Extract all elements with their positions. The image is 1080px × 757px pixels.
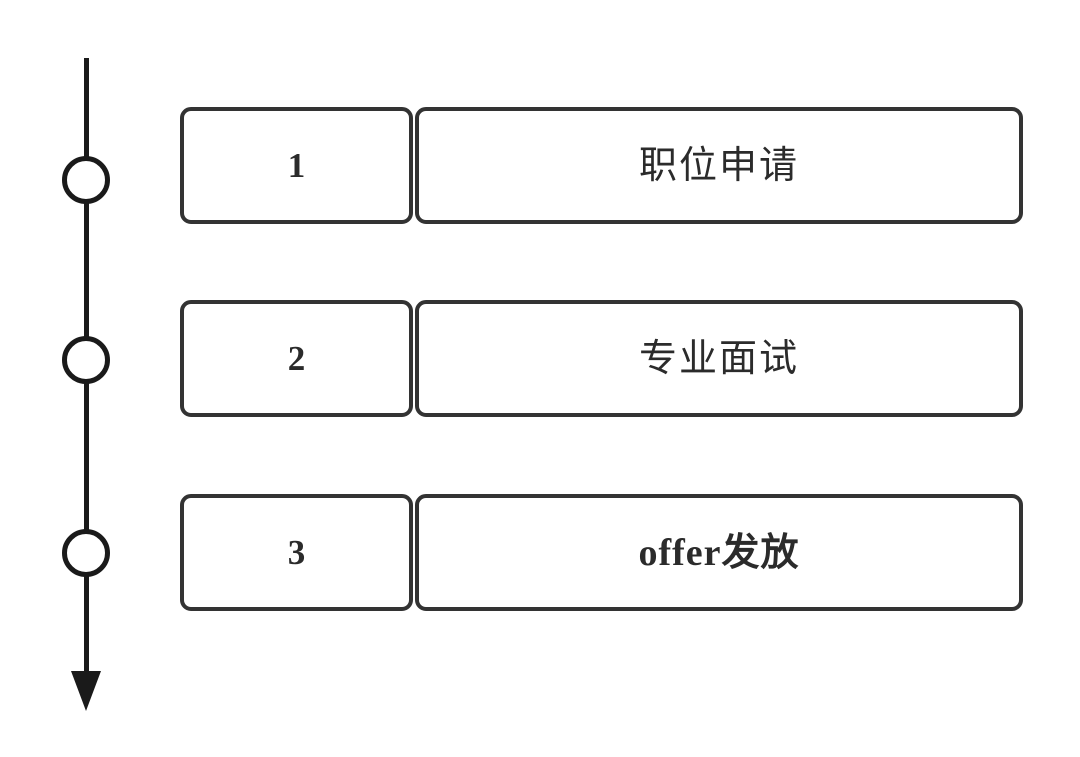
timeline-step-row: 1 职位申请: [180, 107, 1023, 224]
step-label-box: 职位申请: [415, 107, 1023, 224]
step-label-box: 专业面试: [415, 300, 1023, 417]
step-index-label: 3: [287, 533, 306, 572]
step-label-text: offer发放: [638, 531, 800, 574]
step-index-label: 2: [287, 339, 306, 378]
step-label-text: 专业面试: [638, 337, 799, 380]
step-index-box: 3: [180, 494, 413, 611]
step-index-box: 2: [180, 300, 413, 417]
step-index-box: 1: [180, 107, 413, 224]
step-label-text: 职位申请: [638, 144, 799, 187]
step-index-label: 1: [287, 146, 306, 185]
timeline-step-row: 2 专业面试: [180, 300, 1023, 417]
step-label-box: offer发放: [415, 494, 1023, 611]
timeline-step-row: 3 offer发放: [180, 494, 1023, 611]
